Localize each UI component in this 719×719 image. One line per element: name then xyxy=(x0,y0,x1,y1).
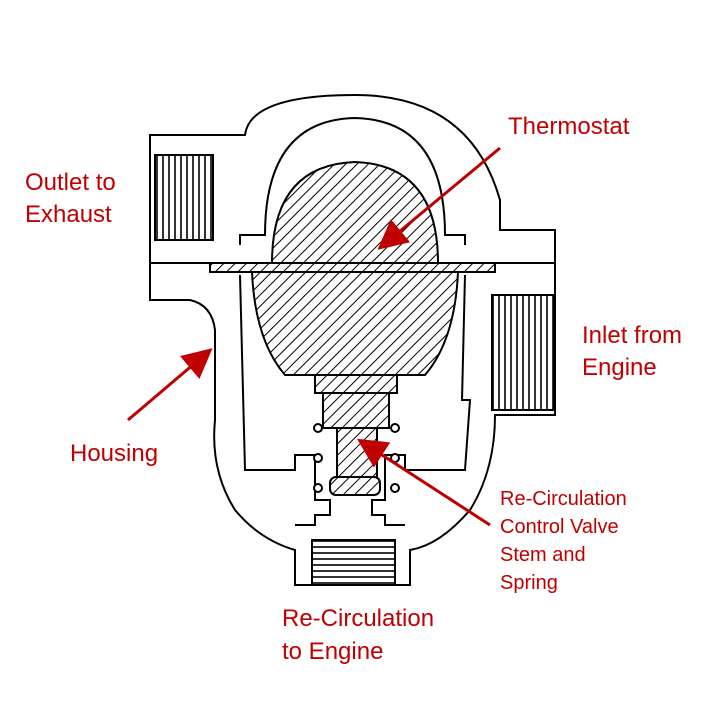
label-recirc-2: to Engine xyxy=(282,638,384,665)
label-valve-1: Re-Circulation xyxy=(500,488,627,510)
thermostat-flange xyxy=(209,262,496,273)
valve-disk xyxy=(329,476,381,496)
label-valve-4: Spring xyxy=(500,572,558,594)
label-inlet-1: Inlet from xyxy=(582,322,683,349)
valve-stem-upper xyxy=(322,392,390,429)
spring xyxy=(313,423,400,493)
stem-collar xyxy=(314,374,398,394)
label-outlet-2: Exhaust xyxy=(25,201,112,228)
valve-arrow xyxy=(356,438,491,527)
label-housing: Housing xyxy=(70,440,159,467)
label-outlet-1: Outlet to xyxy=(25,169,116,196)
inlet-threads xyxy=(491,294,555,411)
label-valve-2: Control Valve xyxy=(500,516,619,538)
housing-arrow xyxy=(127,348,213,422)
outlet-threads xyxy=(154,154,214,241)
thermostat-body xyxy=(250,271,460,376)
thermostat-dome xyxy=(270,160,440,264)
thermostat-arrow xyxy=(377,146,501,250)
label-recirc-1: Re-Circulation xyxy=(282,605,435,632)
label-thermostat: Thermostat xyxy=(508,113,630,140)
valve-stem xyxy=(336,427,378,479)
label-inlet-2: Engine xyxy=(582,354,657,381)
recirc-threads xyxy=(311,539,396,586)
label-valve-3: Stem and xyxy=(500,544,586,566)
